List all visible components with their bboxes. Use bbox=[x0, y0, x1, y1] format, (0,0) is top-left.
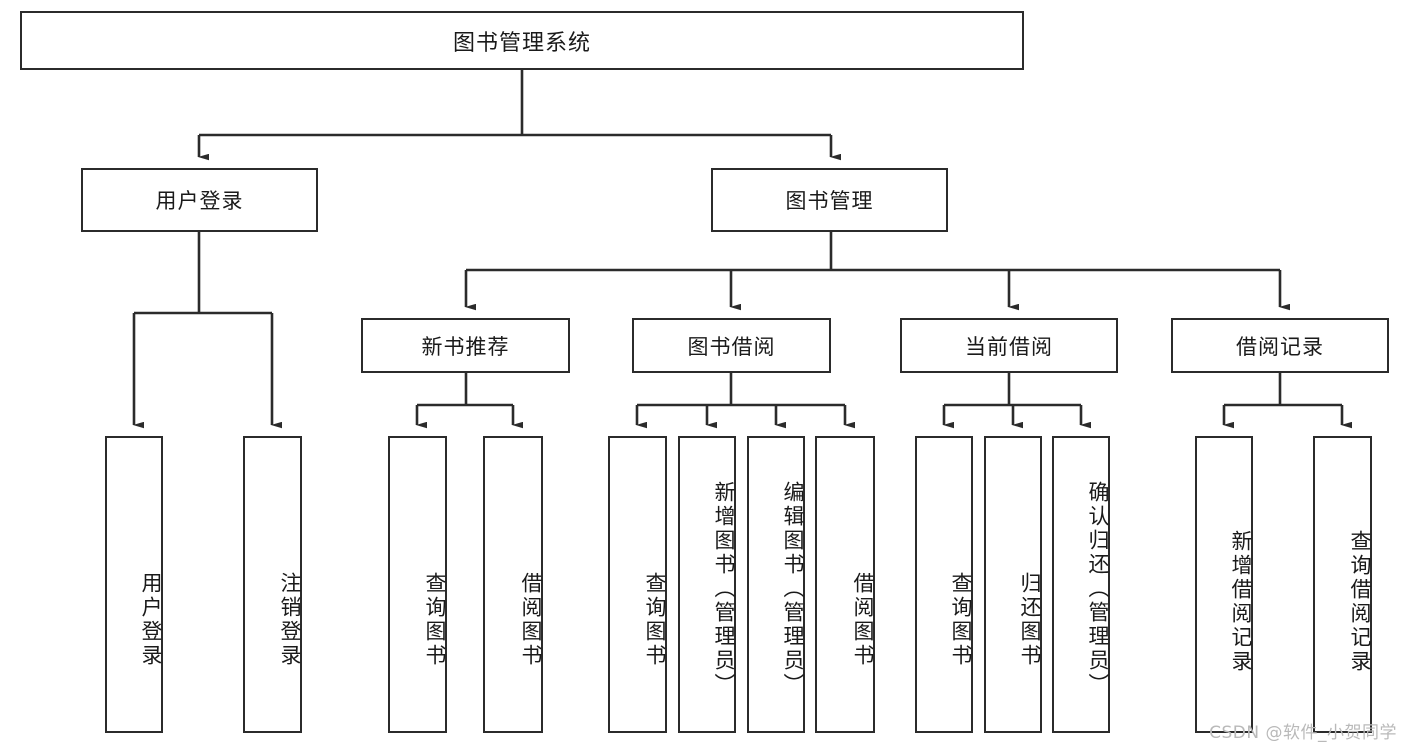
node-leaf-edit-book[interactable]: 编辑图书（管理员） bbox=[747, 436, 805, 733]
watermark-text: CSDN @软件_小贺同学 bbox=[1209, 723, 1397, 743]
node-leaf-user-login[interactable]: 用户登录 bbox=[105, 436, 163, 733]
node-borrow-record-label: 借阅记录 bbox=[1236, 334, 1324, 359]
node-book-borrow-label: 图书借阅 bbox=[687, 334, 776, 359]
node-leaf-query-book-bor[interactable]: 查询图书 bbox=[608, 436, 667, 733]
node-book-manage[interactable]: 图书管理 bbox=[711, 168, 948, 232]
node-leaf-add-record-label: 新增借阅记录 bbox=[1229, 529, 1253, 674]
node-leaf-user-login-label: 用户登录 bbox=[139, 571, 163, 668]
node-root[interactable]: 图书管理系统 bbox=[20, 11, 1024, 70]
node-book-borrow[interactable]: 图书借阅 bbox=[632, 318, 831, 373]
node-new-book-recommend[interactable]: 新书推荐 bbox=[361, 318, 570, 373]
node-leaf-query-book-rec[interactable]: 查询图书 bbox=[388, 436, 447, 733]
node-leaf-query-book-rec-label: 查询图书 bbox=[423, 571, 447, 668]
node-leaf-confirm-return[interactable]: 确认归还（管理员） bbox=[1052, 436, 1110, 733]
node-leaf-add-book[interactable]: 新增图书（管理员） bbox=[678, 436, 736, 733]
node-user-login-label: 用户登录 bbox=[155, 189, 244, 213]
node-leaf-query-record-label: 查询借阅记录 bbox=[1348, 529, 1372, 674]
node-leaf-confirm-return-label: 确认归还（管理员） bbox=[1086, 480, 1110, 697]
node-leaf-return-book[interactable]: 归还图书 bbox=[984, 436, 1042, 733]
node-current-borrow[interactable]: 当前借阅 bbox=[900, 318, 1118, 373]
node-leaf-user-logout[interactable]: 注销登录 bbox=[243, 436, 302, 733]
node-leaf-edit-book-label: 编辑图书（管理员） bbox=[781, 480, 805, 697]
node-new-book-recommend-label: 新书推荐 bbox=[421, 334, 510, 359]
node-leaf-borrow-book-rec-label: 借阅图书 bbox=[519, 571, 543, 668]
node-leaf-add-record[interactable]: 新增借阅记录 bbox=[1195, 436, 1253, 733]
node-leaf-borrow-book-rec[interactable]: 借阅图书 bbox=[483, 436, 543, 733]
node-user-login[interactable]: 用户登录 bbox=[81, 168, 318, 232]
node-current-borrow-label: 当前借阅 bbox=[965, 334, 1053, 359]
node-leaf-return-book-label: 归还图书 bbox=[1018, 571, 1042, 668]
node-book-manage-label: 图书管理 bbox=[785, 189, 874, 213]
node-leaf-borrow-book[interactable]: 借阅图书 bbox=[815, 436, 875, 733]
node-leaf-query-book-cur-label: 查询图书 bbox=[949, 571, 973, 668]
node-leaf-user-logout-label: 注销登录 bbox=[278, 571, 302, 668]
node-leaf-query-record[interactable]: 查询借阅记录 bbox=[1313, 436, 1372, 733]
node-leaf-borrow-book-label: 借阅图书 bbox=[851, 571, 875, 668]
node-root-label: 图书管理系统 bbox=[452, 30, 591, 56]
node-leaf-query-book-bor-label: 查询图书 bbox=[643, 571, 667, 668]
node-borrow-record[interactable]: 借阅记录 bbox=[1171, 318, 1389, 373]
node-leaf-add-book-label: 新增图书（管理员） bbox=[712, 480, 736, 697]
node-leaf-query-book-cur[interactable]: 查询图书 bbox=[915, 436, 973, 733]
